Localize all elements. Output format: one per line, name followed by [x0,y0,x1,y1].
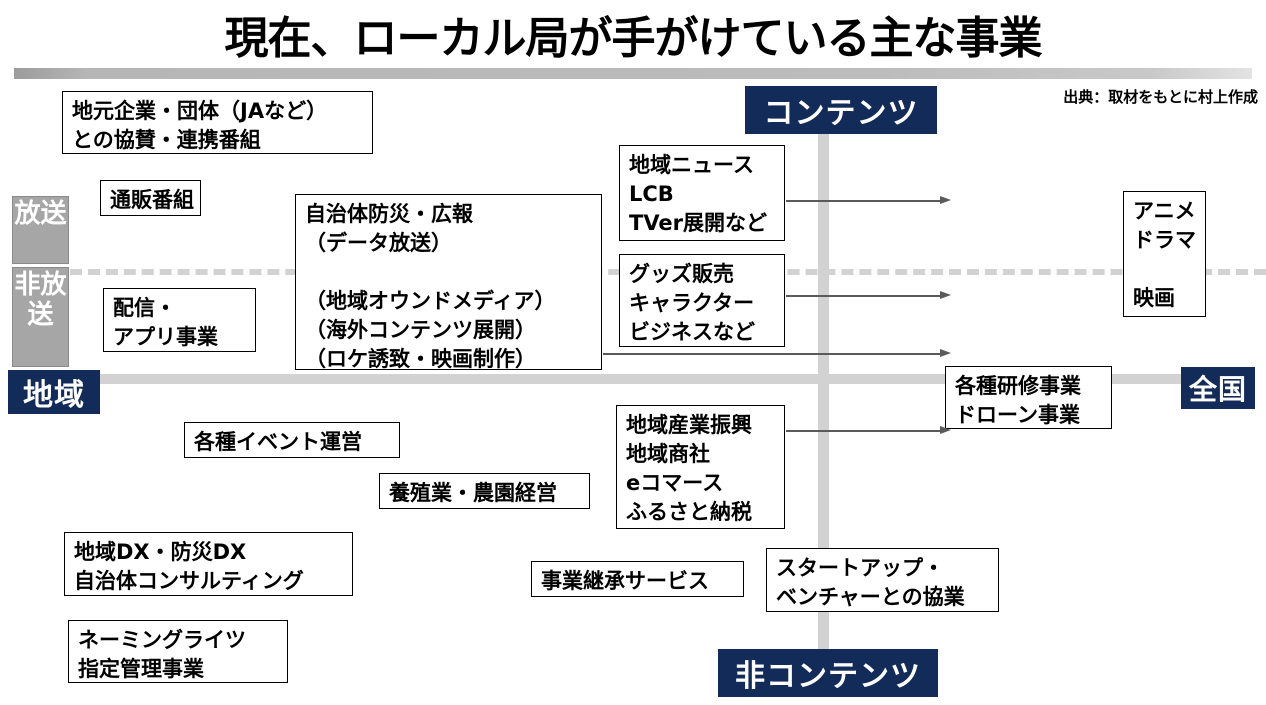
box-startup: スタートアップ・ ベンチャーとの協業 [766,548,999,612]
box-aquaculture-farm: 養殖業・農園経営 [379,473,590,509]
source-note: 出典：取材をもとに村上作成 [1063,88,1258,106]
box-distribution-app: 配信・ アプリ事業 [103,288,256,352]
box-events: 各種イベント運営 [184,422,400,458]
page-title: 現在、ローカル局が手がけている主な事業 [224,13,1043,64]
vertical-axis [818,128,829,650]
axis-label-non-content: 非コンテンツ [718,649,938,697]
band-label-broadcast: 放送 [12,196,69,264]
box-local-news: 地域ニュース LCB TVer展開など [619,145,785,241]
arrow-regional-industry-to-training [786,426,951,435]
box-regional-dx: 地域DX・防災DX 自治体コンサルティング [64,532,353,596]
box-succession: 事業継承サービス [531,561,744,597]
box-local-partners: 地元企業・団体（JAなど） との協賛・連携番組 [62,91,373,154]
box-goods-sales: グッズ販売 キャラクター ビジネスなど [619,254,785,347]
axis-label-content: コンテンツ [745,86,937,134]
horizontal-axis [95,374,1195,384]
axis-label-national: 全国 [1181,367,1255,409]
box-regional-industry: 地域産業振興 地域商社 eコマース ふるさと納税 [616,405,785,529]
box-naming-rights: ネーミングライツ 指定管理事業 [68,620,288,683]
band-label-non-broadcast: 非放送 [12,267,69,367]
box-anime-drama: アニメ ドラマ 映画 [1123,191,1206,317]
box-municipal-pr: 自治体防災・広報 （データ放送） （地域オウンドメディア） （海外コンテンツ展開… [295,194,602,371]
arrow-municipal-pr-to-training [603,349,951,358]
box-mail-order: 通販番組 [100,180,201,216]
box-training-drone: 各種研修事業 ドローン事業 [945,366,1112,429]
title-divider [14,68,1252,79]
axis-label-local: 地域 [8,370,100,414]
arrow-goods-to-movie [786,291,951,300]
arrow-local-news-to-anime [786,196,951,205]
